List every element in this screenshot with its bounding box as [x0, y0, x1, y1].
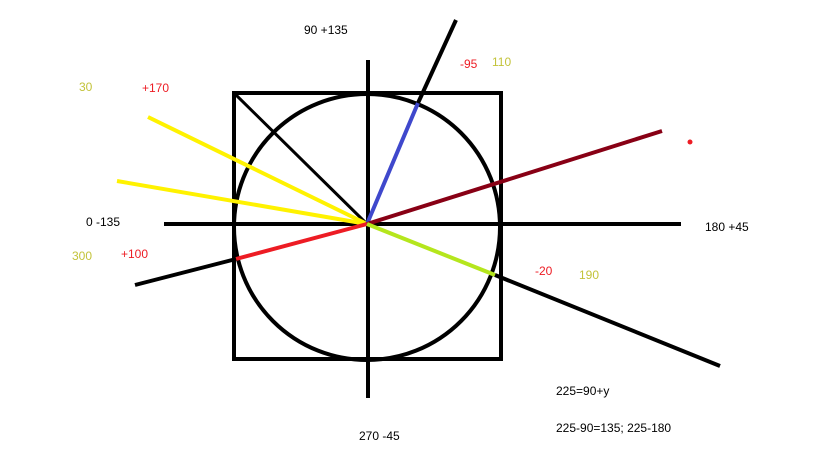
note-line-2: 225-90=135; 225-180: [556, 421, 672, 435]
label-blue-value: 110: [492, 55, 512, 69]
ray-lime-extension: [494, 273, 721, 368]
label-yellow-value: 30: [79, 80, 93, 94]
ray-yellow-lower: [116, 179, 368, 226]
label-red-value: 300: [72, 249, 93, 263]
ray-yellow-upper: [147, 115, 368, 226]
label-yellow-offset: +170: [142, 81, 170, 95]
ray-blue: [365, 102, 420, 225]
label-right-axis: 180 +45: [705, 220, 749, 234]
label-lime-value: 190: [579, 268, 600, 282]
label-red-offset: +100: [121, 247, 149, 261]
ray-red: [235, 222, 368, 261]
ray-lime: [366, 222, 496, 277]
label-blue-offset: -95: [460, 57, 478, 71]
label-lime-offset: -20: [535, 264, 553, 278]
label-bottom-axis: 270 -45: [359, 429, 400, 443]
note-line-1: 225=90+y: [556, 384, 610, 398]
label-left-axis: 0 -135: [86, 215, 121, 229]
label-top-axis: 90 +135: [304, 23, 348, 37]
ray-red-extension: [134, 257, 237, 287]
ray-blue-extension: [416, 19, 458, 104]
ray-dark-red: [366, 129, 663, 226]
square-diagonal: [232, 91, 369, 226]
red-dot: [687, 139, 693, 145]
